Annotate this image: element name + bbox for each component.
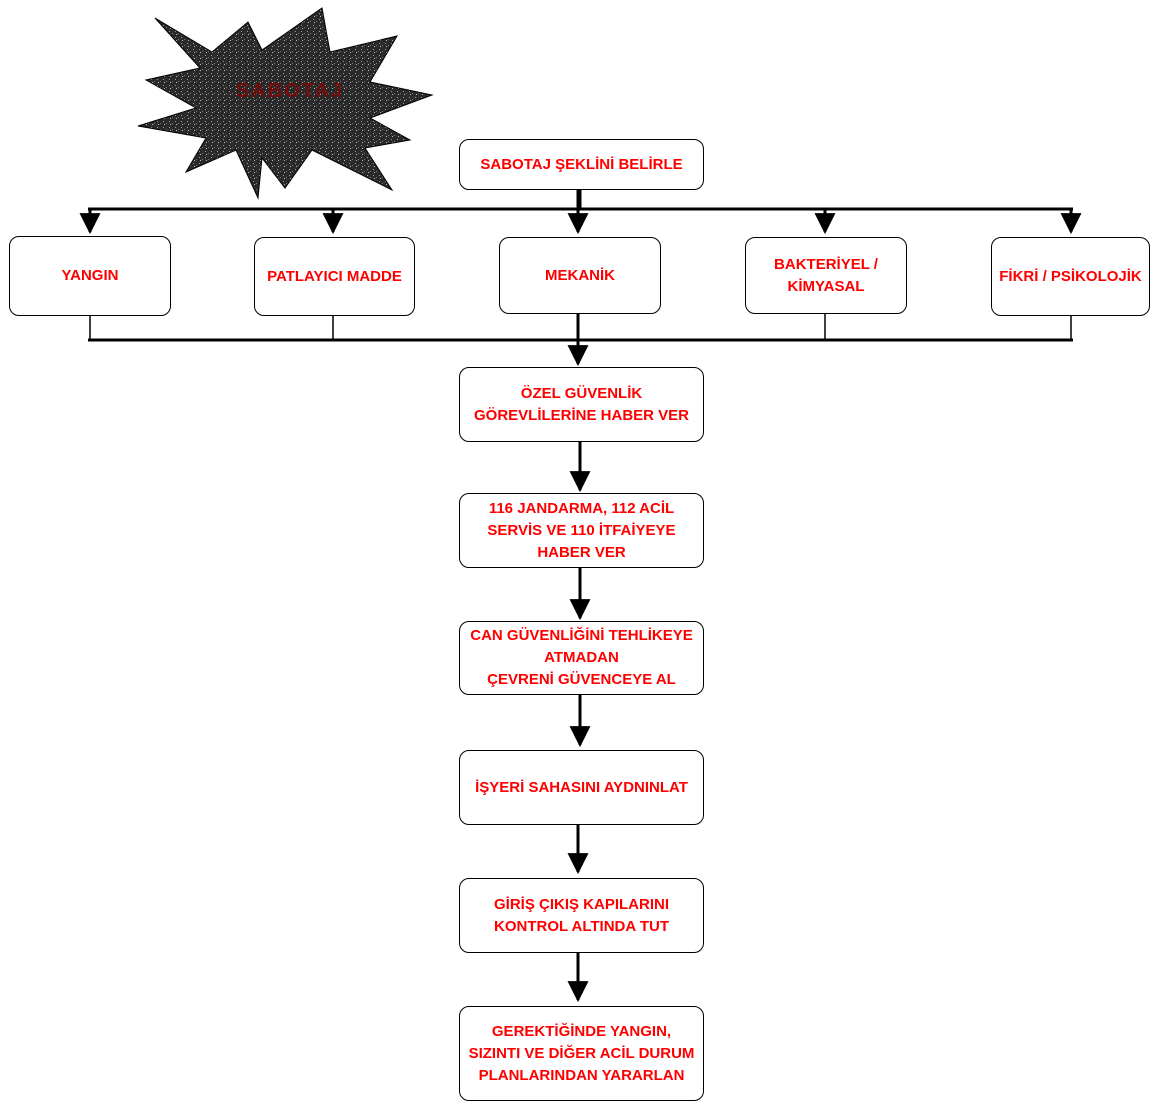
node-step-6-label: GEREKTİĞİNDE YANGIN, SIZINTI VE DİĞER AC… <box>468 1022 695 1084</box>
node-type-fire: YANGIN <box>9 236 171 316</box>
node-step-5-label: GİRİŞ ÇIKIŞ KAPILARINI KONTROL ALTINDA T… <box>493 895 669 935</box>
node-type-explosive: PATLAYICI MADDE <box>254 237 415 316</box>
node-type-bacterial-chemical: BAKTERİYEL / KİMYASAL <box>745 237 907 314</box>
node-type-explosive-label: PATLAYICI MADDE <box>267 267 402 285</box>
node-step-6: GEREKTİĞİNDE YANGIN, SIZINTI VE DİĞER AC… <box>459 1006 704 1101</box>
node-step-2: 116 JANDARMA, 112 ACİL SERVİS VE 110 İTF… <box>459 493 704 568</box>
node-step-1-label: ÖZEL GÜVENLİK GÖREVLİLERİNE HABER VER <box>473 384 690 424</box>
sabotage-burst-label: SABOTAJ <box>235 80 345 102</box>
node-step-3-label: CAN GÜVENLİĞİNİ TEHLİKEYE ATMADAN ÇEVREN… <box>470 627 693 688</box>
node-start: SABOTAJ ŞEKLİNİ BELİRLE <box>459 139 704 190</box>
node-type-bacterial-chemical-label: BAKTERİYEL / KİMYASAL <box>774 255 878 295</box>
node-step-3: CAN GÜVENLİĞİNİ TEHLİKEYE ATMADAN ÇEVREN… <box>459 621 704 695</box>
node-step-4-label: İŞYERİ SAHASINI AYDNINLAT <box>475 778 688 796</box>
node-step-2-label: 116 JANDARMA, 112 ACİL SERVİS VE 110 İTF… <box>487 499 676 561</box>
node-type-mechanical: MEKANİK <box>499 237 661 314</box>
node-type-fire-label: YANGIN <box>61 267 119 284</box>
node-step-1: ÖZEL GÜVENLİK GÖREVLİLERİNE HABER VER <box>459 367 704 442</box>
node-type-mechanical-label: MEKANİK <box>545 266 615 284</box>
node-step-5: GİRİŞ ÇIKIŞ KAPILARINI KONTROL ALTINDA T… <box>459 878 704 953</box>
sabotage-burst-shape <box>137 7 434 200</box>
node-type-ideological-psychological-label: FİKRİ / PSİKOLOJİK <box>999 267 1142 285</box>
node-type-ideological-psychological: FİKRİ / PSİKOLOJİK <box>991 237 1150 316</box>
node-step-4: İŞYERİ SAHASINI AYDNINLAT <box>459 750 704 825</box>
node-start-label: SABOTAJ ŞEKLİNİ BELİRLE <box>480 155 683 173</box>
